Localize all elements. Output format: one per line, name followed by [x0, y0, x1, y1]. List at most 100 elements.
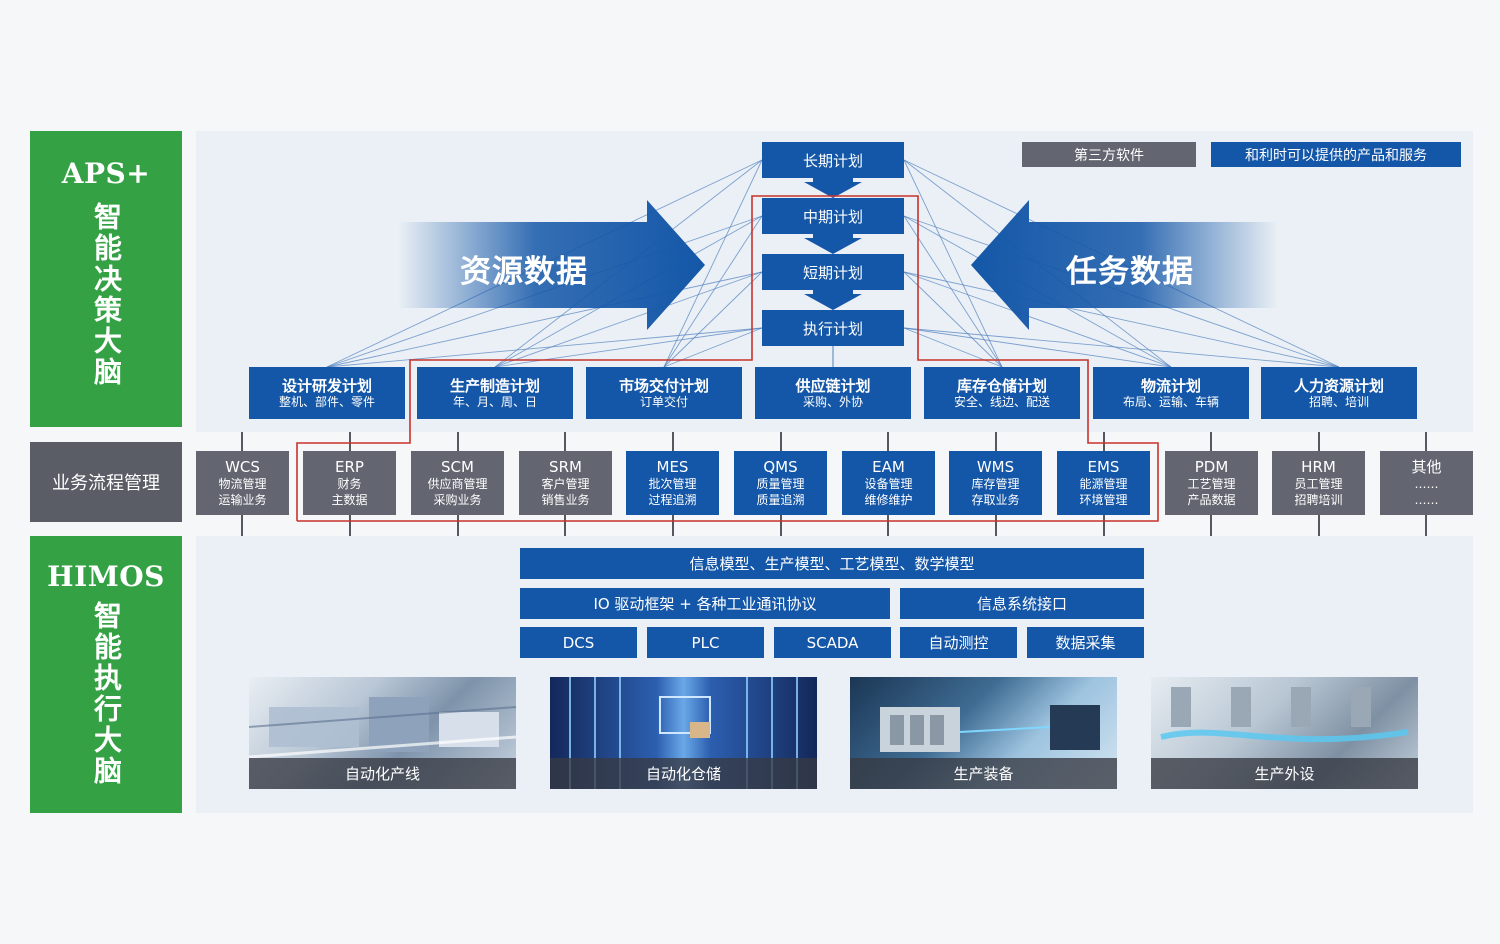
himos-measure-bar: 自动测控 — [900, 627, 1017, 658]
plan-logistics-sub: 布局、运输、车辆 — [1122, 394, 1219, 409]
system-eam-title: EAM — [872, 457, 905, 476]
system-pdm-title: PDM — [1194, 457, 1229, 476]
plan-hr-sub: 招聘、培训 — [1308, 394, 1369, 409]
system-erp-l2: 主数据 — [331, 492, 368, 507]
system-eam-l2: 维修维护 — [864, 492, 913, 507]
connector-line — [494, 271, 763, 368]
system-qms-l2: 质量追溯 — [756, 492, 805, 507]
plan-design: 设计研发计划整机、部件、零件 — [249, 367, 405, 419]
tier-exec: 执行计划 — [762, 310, 904, 346]
connector-line — [326, 271, 763, 368]
system-ems-l1: 能源管理 — [1079, 477, 1128, 492]
tier-short: 短期计划 — [762, 254, 904, 290]
tier-down-arrow — [804, 178, 862, 198]
resource-arrow — [398, 200, 705, 330]
system-other: 其他………… — [1380, 451, 1473, 515]
system-pdm-l2: 产品数据 — [1187, 492, 1236, 507]
image-equipment-caption: 生产装备 — [850, 758, 1117, 789]
plan-market-sub: 订单交付 — [639, 394, 688, 409]
system-ems-l2: 环境管理 — [1079, 492, 1128, 507]
plan-production-title: 生产制造计划 — [449, 376, 540, 395]
system-erp-title: ERP — [335, 457, 364, 476]
system-hrm-l2: 招聘培训 — [1294, 492, 1343, 507]
himos-io-text: IO 驱动框架 + 各种工业通讯协议 — [593, 595, 817, 613]
connector-line — [663, 271, 763, 368]
connector-line — [903, 271, 1172, 368]
tier-mid: 中期计划 — [762, 198, 904, 234]
tier-long-label: 长期计划 — [802, 151, 863, 170]
image-production-line: 自动化产线 — [249, 677, 516, 789]
himos-interface-text: 信息系统接口 — [976, 595, 1067, 613]
system-wms-l1: 库存管理 — [971, 477, 1020, 492]
himos-label: HIMOS 智能执行大脑 — [30, 536, 182, 813]
aps-label: APS+ 智能决策大脑 — [30, 131, 182, 427]
plan-market-title: 市场交付计划 — [618, 376, 709, 395]
plan-market: 市场交付计划订单交付 — [586, 367, 742, 419]
system-srm-l2: 销售业务 — [541, 492, 590, 507]
image-peripherals-caption: 生产外设 — [1151, 758, 1418, 789]
himos-subtitle: 智能执行大脑 — [90, 601, 123, 787]
system-srm-l1: 客户管理 — [541, 477, 590, 492]
system-wcs-l2: 运输业务 — [218, 492, 267, 507]
resource-arrow-label: 资源数据 — [460, 254, 588, 290]
plan-inventory: 库存仓储计划安全、线边、配送 — [924, 367, 1080, 419]
peripherals-graphic — [1160, 687, 1409, 743]
system-mes-title: MES — [656, 457, 689, 476]
system-mes-l2: 过程追溯 — [648, 492, 697, 507]
image-production-line-caption: 自动化产线 — [249, 758, 516, 789]
himos-plc-bar: PLC — [647, 627, 764, 658]
system-wcs-title: WCS — [225, 457, 260, 476]
business-label: 业务流程管理 — [30, 442, 182, 522]
tier-exec-label: 执行计划 — [802, 319, 863, 338]
tier-mid-label: 中期计划 — [802, 207, 863, 226]
business-label-text: 业务流程管理 — [52, 473, 160, 494]
image-storage: 自动化仓储 — [550, 677, 817, 789]
system-hrm-title: HRM — [1301, 457, 1336, 476]
legend-own: 和利时可以提供的产品和服务 — [1211, 142, 1461, 167]
himos-acquisition-bar: 数据采集 — [1027, 627, 1144, 658]
system-mes-l1: 批次管理 — [648, 477, 697, 492]
connector-line — [326, 327, 763, 368]
himos-interface-bar: 信息系统接口 — [900, 588, 1144, 619]
connector-line — [903, 327, 1340, 368]
image-equipment: 生产装备 — [850, 677, 1117, 789]
connector-line — [903, 215, 1003, 368]
himos-scada-bar: SCADA — [774, 627, 891, 658]
system-eam-l1: 设备管理 — [864, 477, 913, 492]
image-storage-caption: 自动化仓储 — [550, 758, 817, 789]
plan-logistics-title: 物流计划 — [1140, 376, 1201, 395]
plan-design-sub: 整机、部件、零件 — [278, 394, 375, 409]
himos-scada-text: SCADA — [806, 633, 859, 652]
plan-production-sub: 年、月、周、日 — [452, 394, 537, 409]
tier-long: 长期计划 — [762, 142, 904, 178]
aps-subtitle: 智能决策大脑 — [90, 202, 123, 388]
aps-title: APS+ — [61, 157, 151, 190]
tier-short-label: 短期计划 — [802, 263, 863, 282]
plan-hr: 人力资源计划招聘、培训 — [1261, 367, 1417, 419]
system-wcs-l1: 物流管理 — [218, 477, 267, 492]
plan-inventory-title: 库存仓储计划 — [956, 376, 1047, 395]
plan-inventory-sub: 安全、线边、配送 — [953, 394, 1050, 409]
system-ems-title: EMS — [1087, 457, 1120, 476]
plan-supply: 供应链计划采购、外协 — [755, 367, 911, 419]
system-qms-l1: 质量管理 — [756, 477, 805, 492]
system-other-title: 其他 — [1411, 457, 1442, 476]
himos-dcs-bar: DCS — [520, 627, 637, 658]
tier-down-arrow — [804, 290, 862, 310]
tier-down-arrow — [804, 234, 862, 254]
himos-acquisition-text: 数据采集 — [1055, 634, 1116, 652]
system-hrm-l1: 员工管理 — [1294, 477, 1343, 492]
system-erp-l1: 财务 — [337, 477, 362, 492]
plan-design-title: 设计研发计划 — [281, 376, 372, 395]
image-peripherals: 生产外设 — [1151, 677, 1418, 789]
system-pdm-l1: 工艺管理 — [1187, 477, 1236, 492]
